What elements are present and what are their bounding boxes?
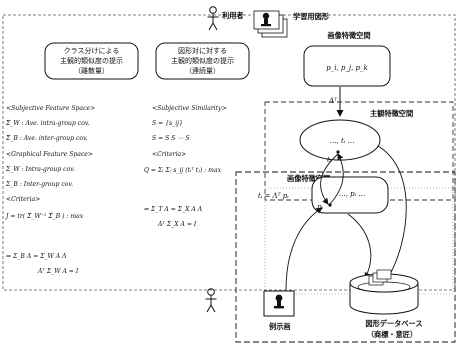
right-eq-1: S = {s_ij}: [152, 120, 183, 127]
left-eq-2: Σ̂_B : Ave. inter-group cov.: [5, 135, 88, 142]
t-i-point: [336, 150, 339, 153]
similarity-line-3: （連続量）: [185, 66, 220, 75]
right-eq-2: S = S S ⋯ S: [152, 135, 190, 142]
left-eq-0: <Subjective Feature Space>: [6, 105, 95, 112]
shape-database-sub-label: （商標・意匠）: [367, 330, 417, 339]
classification-line-2: 主観的類似度の提示: [60, 56, 123, 65]
learning-shapes-icon: [254, 11, 287, 37]
left-eq-8: ⇐ Σ_B A = Σ_W A Λ: [6, 253, 67, 260]
right-eq-6: Aᵀ Σ_X A = I: [157, 221, 197, 228]
example-to-feature-arrow: [286, 208, 322, 290]
example-image-label: 例示画: [269, 322, 291, 331]
database-cylinder-icon: [350, 270, 418, 314]
shape-database-label: 図形データベース: [365, 319, 422, 328]
left-equations: <Subjective Feature Space> Σ̂_W : Ave. i…: [4, 105, 95, 275]
classification-line-3: （離散量）: [74, 66, 109, 75]
subjective-cluster-label: …, tᵢ …: [330, 137, 355, 145]
image-to-database-arrow: [348, 214, 371, 278]
user-figure-icon-bottom: [206, 289, 217, 312]
features-label: p_i, p_j, p_k: [326, 64, 368, 72]
left-eq-4: Σ_W : Intra-group cov.: [5, 166, 75, 173]
left-eq-7: J = tr( Σ̂_W⁻¹ Σ̂_B ) : max: [4, 213, 84, 220]
right-eq-4: Q = Σᵢ Σⱼ s_ij (tᵢᵀ tⱼ) : max: [144, 167, 222, 174]
user-label: 利用者: [221, 11, 244, 20]
left-eq-5: Σ_B : Inter-group cov.: [5, 181, 73, 188]
lambda-t-label: Λᵀ: [328, 97, 338, 105]
mapping-label: tᵢ = Λᵀ pᵢ: [258, 192, 289, 200]
user-figure-icon: [208, 7, 219, 30]
right-equations: <Subjective Similarity> S = {s_ij} S = S…: [144, 105, 227, 228]
learning-shapes-label: 学習用図形: [293, 12, 330, 21]
right-eq-3: <Criteria>: [152, 151, 186, 158]
left-eq-6: <Criteria>: [6, 196, 40, 203]
similarity-line-1: 図形対に対する: [178, 46, 227, 55]
subjective-feature-space-label: 主観特徴空間: [370, 109, 413, 118]
p-i-label: pᵢ: [317, 203, 323, 211]
image-feature-space-top-label: 画像特徴空間: [327, 31, 370, 40]
classification-line-1: クラス分けによる: [64, 46, 120, 55]
right-eq-5: ⇐ Σ_T A = Σ_X A Λ: [144, 206, 203, 213]
left-eq-1: Σ̂_W : Ave. intra-group cov.: [5, 120, 90, 127]
left-eq-3: <Graphical Feature Space>: [6, 151, 93, 158]
right-eq-0: <Subjective Similarity>: [152, 105, 227, 112]
similarity-line-2: 主観的類似度の提示: [171, 56, 234, 65]
subjective-to-database-arrow: [378, 146, 406, 278]
left-eq-9: Aᵀ Σ_W A = I: [37, 268, 79, 275]
image-cluster-label: …, pᵢ …: [339, 190, 366, 198]
